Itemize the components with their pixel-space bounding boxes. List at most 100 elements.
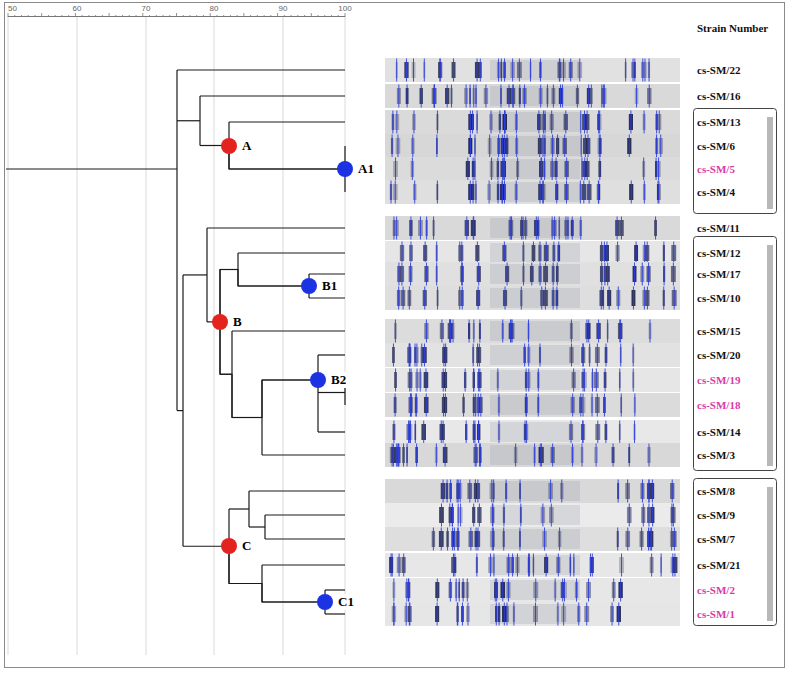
lane-ground <box>385 110 680 134</box>
cluster-node: C <box>221 538 253 554</box>
band-marker <box>502 181 503 204</box>
band-marker <box>436 263 437 286</box>
band-marker <box>513 603 514 626</box>
band-marker <box>447 528 448 551</box>
band-marker <box>633 369 634 392</box>
band-marker <box>564 579 565 602</box>
band-marker <box>648 528 649 551</box>
band-marker <box>545 263 546 286</box>
band-marker <box>618 287 619 310</box>
band-marker <box>500 85 501 108</box>
band-marker <box>603 85 604 108</box>
tree-branch <box>318 431 345 432</box>
band-marker <box>533 242 534 265</box>
band-marker <box>674 528 675 551</box>
band-marker <box>540 85 541 108</box>
band-marker <box>543 111 544 134</box>
band-marker <box>617 217 618 240</box>
band-marker <box>556 158 557 181</box>
scale-tick <box>264 15 265 17</box>
band-marker <box>491 158 492 181</box>
scale-tick <box>149 15 150 17</box>
band-marker <box>538 394 539 417</box>
tree-branch <box>177 120 200 121</box>
band-marker <box>539 242 540 265</box>
strain-label: cs-SM/8 <box>697 485 735 498</box>
band-marker <box>450 480 451 503</box>
band-marker <box>649 85 650 108</box>
band-marker <box>450 320 451 343</box>
band-marker <box>644 287 645 310</box>
band-marker <box>409 344 410 367</box>
band-marker <box>583 394 584 417</box>
band-marker <box>659 111 660 134</box>
band-marker <box>479 504 480 527</box>
band-marker <box>445 344 446 367</box>
band-marker <box>617 242 618 265</box>
band-marker <box>396 444 397 467</box>
tree-branch <box>317 355 318 432</box>
scale-tick <box>28 15 29 17</box>
band-marker <box>582 444 583 467</box>
band-marker <box>582 344 583 367</box>
band-marker <box>408 579 409 602</box>
band-marker <box>658 158 659 181</box>
band-marker <box>512 59 513 82</box>
band-marker <box>511 217 512 240</box>
band-marker <box>469 480 470 503</box>
scale-tick <box>115 15 116 17</box>
lane-smear <box>490 370 580 390</box>
band-marker <box>474 135 475 158</box>
band-marker <box>564 135 565 158</box>
gel-lane <box>385 527 680 551</box>
band-marker <box>599 135 600 158</box>
band-marker <box>401 263 402 286</box>
scale-tick <box>61 15 62 17</box>
band-marker <box>392 554 393 577</box>
band-marker <box>545 111 546 134</box>
gel-lane <box>385 134 680 158</box>
band-marker <box>644 181 645 204</box>
band-marker <box>477 59 478 82</box>
band-marker <box>565 217 566 240</box>
band-marker <box>609 287 610 310</box>
band-marker <box>578 603 579 626</box>
band-marker <box>523 217 524 240</box>
scale-tick <box>55 15 56 17</box>
scale-value: 100 <box>338 4 351 13</box>
band-marker <box>583 344 584 367</box>
scale-tick <box>136 15 137 17</box>
band-marker <box>473 181 474 204</box>
band-marker <box>607 263 608 286</box>
band-marker <box>604 394 605 417</box>
band-marker <box>463 394 464 417</box>
band-marker <box>620 579 621 602</box>
band-marker <box>490 554 491 577</box>
band-marker <box>505 287 506 310</box>
band-marker <box>445 369 446 392</box>
band-marker <box>470 181 471 204</box>
cluster-node: A <box>221 138 253 154</box>
node-dot <box>337 161 353 177</box>
band-marker <box>512 320 513 343</box>
band-marker <box>559 528 560 551</box>
band-marker <box>467 603 468 626</box>
band-marker <box>644 242 645 265</box>
band-marker <box>572 394 573 417</box>
band-marker <box>421 85 422 108</box>
scale-value: 90 <box>279 4 288 13</box>
tree-branch <box>249 490 345 491</box>
band-marker <box>504 111 505 134</box>
gel-lane <box>385 110 680 134</box>
band-marker <box>477 111 478 134</box>
band-marker <box>584 158 585 181</box>
band-marker <box>408 421 409 444</box>
band-marker <box>470 135 471 158</box>
band-marker <box>644 111 645 134</box>
band-marker <box>540 59 541 82</box>
band-marker <box>553 85 554 108</box>
band-marker <box>618 480 619 503</box>
band-marker <box>605 369 606 392</box>
band-marker <box>550 480 551 503</box>
